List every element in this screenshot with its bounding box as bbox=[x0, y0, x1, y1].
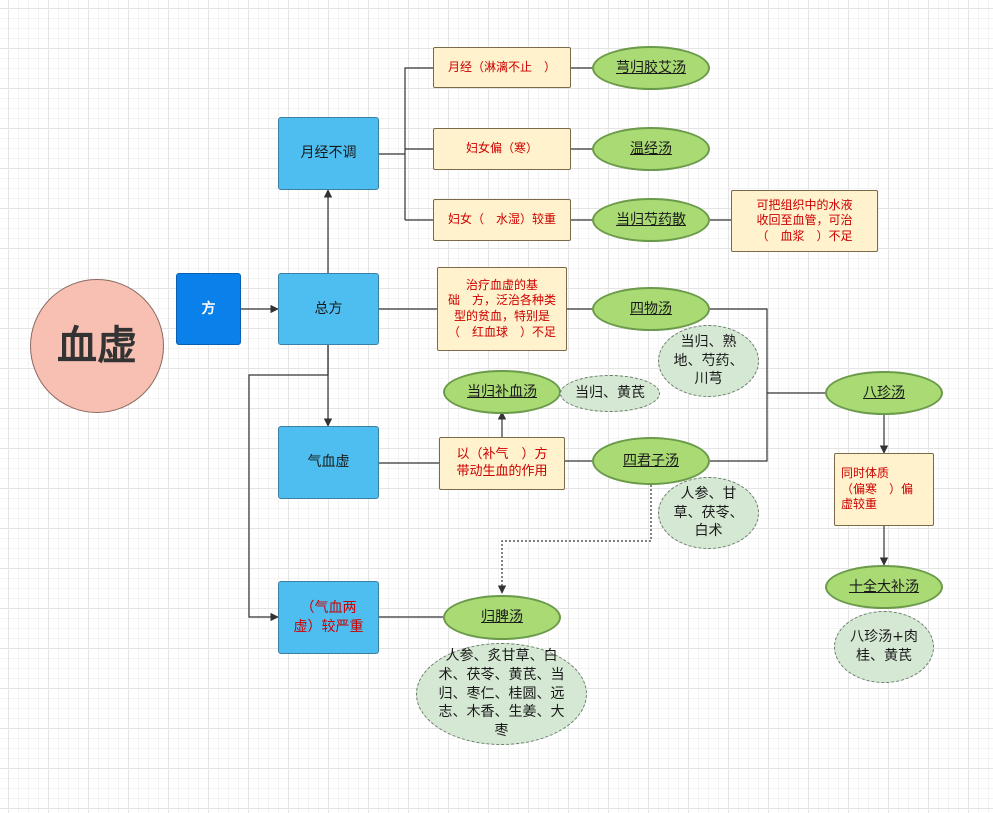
remedy-sijunzi: 四君子汤 bbox=[592, 437, 710, 485]
edge-trunk-yuejing-note bbox=[404, 67, 433, 220]
edge-sijunzi-guipi bbox=[497, 485, 652, 594]
yuejing-buttiao-box: 月经不调 bbox=[278, 117, 379, 190]
remedy-danggui-buxue: 当归补血汤 bbox=[443, 370, 561, 414]
remedy-bazhen: 八珍汤 bbox=[825, 371, 943, 415]
qixue-liangxu-box: （气血两 虚）较严重 bbox=[278, 581, 379, 654]
main-title-xuexu: 血虚 bbox=[30, 279, 164, 413]
note-tongshi-tizhi: 同时体质 （偏寒 ）偏 虚较重 bbox=[834, 453, 934, 526]
note-funu-shuishi: 妇女（ 水湿）较重 bbox=[433, 199, 571, 241]
remedy-xionggui-jiaoai: 芎归胶艾汤 bbox=[592, 46, 710, 90]
remedy-siwu: 四物汤 bbox=[592, 287, 710, 331]
remedy-wenjing: 温经汤 bbox=[592, 127, 710, 171]
edge-zongfang-liangxu bbox=[248, 345, 329, 622]
note-buqi-shengxue: 以（补气 ）方 带动生血的作用 bbox=[439, 437, 565, 490]
fang-box: 方 bbox=[176, 273, 241, 345]
note-yuejing-linli: 月经（淋漓不止 ） bbox=[433, 47, 571, 88]
herbs-danggui-buxue: 当归、黄芪 bbox=[560, 375, 660, 412]
herbs-sijunzi: 人参、甘 草、茯苓、 白术 bbox=[658, 477, 759, 549]
zongfang-box: 总方 bbox=[278, 273, 379, 345]
remedy-danggui-shaoyao: 当归芍药散 bbox=[592, 198, 710, 242]
herbs-siwu: 当归、熟 地、芍药、 川芎 bbox=[658, 325, 759, 397]
herbs-guipi: 人参、炙甘草、白 术、茯苓、黄芪、当 归、枣仁、桂圆、远 志、木香、生姜、大 枣 bbox=[416, 643, 587, 745]
edge-siwu-trunk bbox=[710, 308, 768, 462]
note-zhiliao-jichu: 治疗血虚的基 础 方，泛治各种类 型的贫血，特别是 （ 红血球 ）不足 bbox=[437, 267, 567, 351]
remedy-guipi: 归脾汤 bbox=[443, 595, 561, 640]
herbs-shiquan: 八珍汤+肉 桂、黄芪 bbox=[834, 611, 934, 683]
remedy-shiquan-dabu: 十全大补汤 bbox=[825, 565, 943, 609]
qixuexu-box: 气血虚 bbox=[278, 426, 379, 499]
note-water-recovery: 可把组织中的水液 收回至血管，可治 （ 血浆 ）不足 bbox=[731, 190, 878, 252]
note-funu-pianhan: 妇女偏（寒） bbox=[433, 128, 571, 170]
